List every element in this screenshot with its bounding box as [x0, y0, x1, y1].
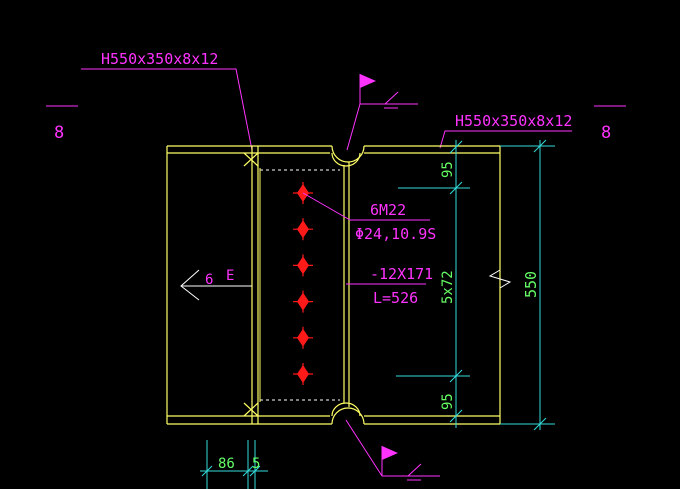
- vertical-dimension-chain: [396, 139, 555, 431]
- bolt-icon: [293, 290, 313, 313]
- section-mark-left: 8: [46, 105, 78, 143]
- dim-bottom-offset: 95: [440, 393, 456, 410]
- bolt-spec-label: 6M22: [370, 201, 406, 219]
- horizontal-dimension-chain: [200, 440, 268, 489]
- bolt-callout: 6M22 Φ24,10.9S: [302, 192, 436, 243]
- plate-spec-label: -12X171: [370, 265, 433, 283]
- bolt-icon: [293, 254, 313, 277]
- bolt-group: [293, 182, 313, 385]
- section-mark-left-label: 8: [54, 123, 64, 143]
- bolt-hole-label: Φ24,10.9S: [355, 225, 436, 243]
- beam-outline: [166, 145, 501, 425]
- plate-callout: -12X171 L=526: [346, 265, 433, 307]
- weld-flag-icon: [346, 74, 418, 151]
- dim-beam-depth: 550: [522, 271, 540, 298]
- splice-plate: [260, 169, 340, 401]
- dim-edge-distance: 86: [218, 456, 235, 472]
- plate-length-label: L=526: [373, 289, 418, 307]
- left-beam-profile-callout: H550x350x8x12: [81, 50, 253, 151]
- section-mark-right: 8: [594, 105, 626, 143]
- left-beam-profile-label: H550x350x8x12: [101, 50, 218, 68]
- horizontal-dimension-labels: 86 5: [218, 456, 260, 472]
- bolt-icon: [293, 218, 313, 241]
- dim-gap: 5: [252, 456, 260, 472]
- dim-top-offset: 95: [440, 161, 456, 178]
- right-beam-profile-label: H550x350x8x12: [455, 112, 572, 130]
- right-beam-profile-callout: H550x350x8x12: [439, 112, 572, 149]
- vertical-dimension-labels: 95 5x72 95 550: [440, 161, 540, 410]
- arrow-left-icon: 6 E: [180, 268, 252, 301]
- direction-label: 6: [205, 272, 213, 288]
- direction-mark: E: [226, 268, 234, 284]
- weld-flag-icon: [345, 419, 440, 481]
- bolt-icon: [293, 363, 313, 385]
- dim-bolt-spacing: 5x72: [440, 270, 456, 304]
- section-mark-right-label: 8: [601, 123, 611, 143]
- bolt-icon: [293, 326, 313, 349]
